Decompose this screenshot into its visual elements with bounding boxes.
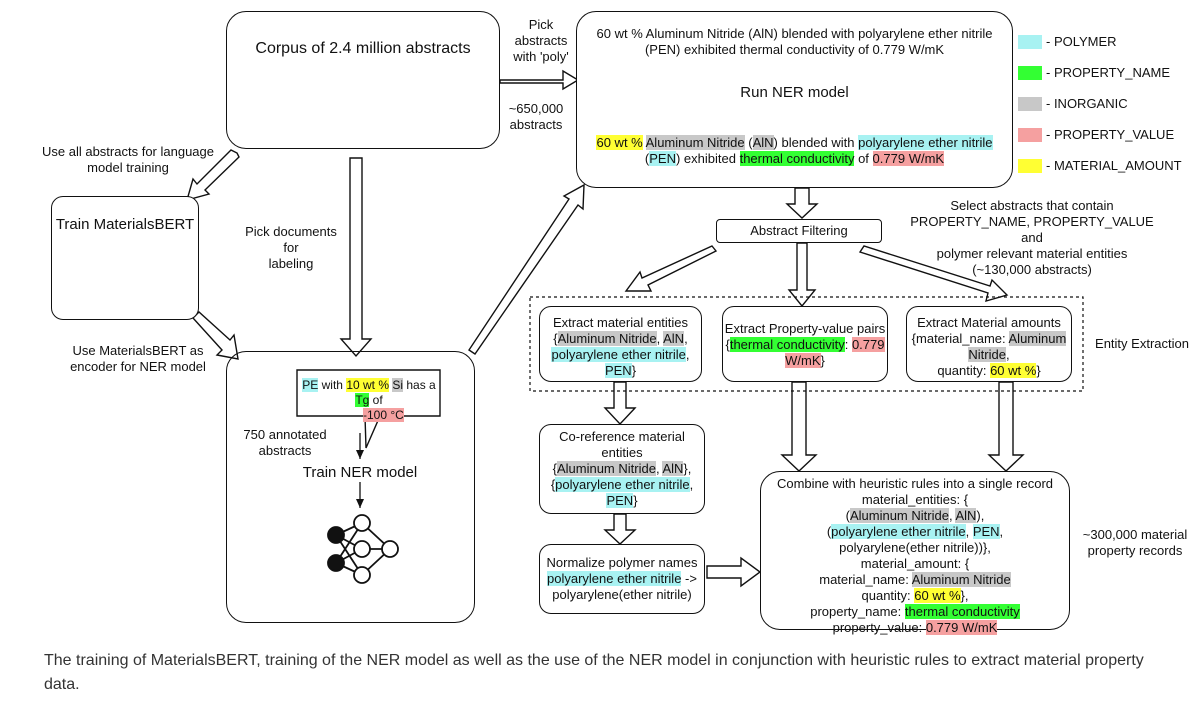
tagged-abstract-line2: (PEN) exhibited thermal conductivity of … bbox=[644, 151, 945, 166]
legend-swatch-property-name bbox=[1018, 66, 1042, 80]
entity-extraction-group bbox=[529, 296, 1084, 392]
legend-label-inorganic: - INORGANIC bbox=[1046, 96, 1128, 111]
raw-abstract-line2: (PEN) exhibited thermal conductivity of … bbox=[644, 42, 945, 57]
extract-property-box: Extract Property-value pairs {thermal co… bbox=[722, 306, 888, 382]
block-arrow-to-filtering bbox=[785, 187, 819, 219]
legend-swatch-property-value bbox=[1018, 128, 1042, 142]
extract-amount-title: Extract Material amounts bbox=[917, 315, 1061, 330]
block-arrow-to-coref bbox=[603, 381, 637, 426]
coreference-box: Co-reference material entities {Aluminum… bbox=[539, 424, 705, 514]
figure-caption: The training of MaterialsBERT, training … bbox=[44, 652, 1144, 693]
legend-label-property-name: - PROPERTY_NAME bbox=[1046, 65, 1171, 80]
abstract-filtering-label: Abstract Filtering bbox=[750, 223, 848, 238]
ner-training-box bbox=[226, 351, 475, 623]
raw-abstract-line1: 60 wt % Aluminum Nitride (AlN) blended w… bbox=[596, 26, 993, 41]
block-arrow-ner-to-abstract bbox=[468, 183, 585, 355]
legend-swatch-polymer bbox=[1018, 35, 1042, 49]
block-arrow-pick-abstracts bbox=[499, 69, 580, 91]
run-ner-label: Run NER model bbox=[740, 84, 849, 101]
use-materialsbert-label: Use MaterialsBERT as encoder for NER mod… bbox=[70, 343, 206, 374]
block-arrow-property-to-combine bbox=[780, 381, 818, 472]
legend-swatch-inorganic bbox=[1018, 97, 1042, 111]
train-ner-label: Train NER model bbox=[302, 464, 418, 481]
annotated-sentence: PE with 10 wt % Si has a Tg of -100 °C bbox=[302, 378, 436, 422]
annotated-abstracts-label: 750 annotated abstracts bbox=[243, 427, 327, 458]
block-arrow-filter-to-material bbox=[624, 245, 718, 292]
block-arrow-bert-to-ner bbox=[192, 311, 239, 360]
legend-label-material-amount: - MATERIAL_AMOUNT bbox=[1046, 158, 1182, 173]
corpus-title: Corpus of 2.4 million abstracts bbox=[255, 40, 471, 57]
legend-label-polymer: - POLYMER bbox=[1046, 34, 1117, 49]
filtering-note: Select abstracts that contain PROPERTY_N… bbox=[910, 198, 1154, 277]
corpus-box: Corpus of 2.4 million abstracts bbox=[226, 11, 500, 149]
legend-label-property-value: - PROPERTY_VALUE bbox=[1046, 127, 1175, 142]
tagged-abstract-line1: 60 wt % Aluminum Nitride (AlN) blended w… bbox=[596, 135, 993, 150]
block-arrow-pick-documents bbox=[339, 157, 373, 358]
use-all-abstracts-label: Use all abstracts for language model tra… bbox=[42, 144, 214, 175]
block-arrow-normalize-to-combine bbox=[706, 556, 762, 588]
ner-abstract-box: 60 wt % Aluminum Nitride (AlN) blended w… bbox=[576, 11, 1013, 188]
block-arrow-filter-to-property bbox=[787, 242, 817, 308]
legend-swatch-material-amount bbox=[1018, 159, 1042, 173]
train-materialsbert-label: Train MaterialsBERT bbox=[55, 216, 195, 233]
pick-documents-label: Pick documents for labeling bbox=[245, 224, 337, 271]
pick-poly-label: Pick abstracts with 'poly' bbox=[513, 17, 569, 64]
extract-material-title: Extract material entities bbox=[552, 315, 689, 330]
extract-material-box: Extract material entities {Aluminum Nitr… bbox=[539, 306, 702, 382]
block-arrow-amount-to-combine bbox=[987, 381, 1025, 472]
abstract-count-label: ~650,000 abstracts bbox=[508, 101, 564, 132]
extract-property-title: Extract Property-value pairs bbox=[724, 321, 886, 336]
entity-extraction-label: Entity Extraction bbox=[1095, 336, 1189, 351]
train-materialsbert-box: Train MaterialsBERT bbox=[51, 196, 199, 320]
block-arrow-to-normalize bbox=[603, 513, 637, 545]
extract-amount-box: Extract Material amounts {material_name:… bbox=[906, 306, 1072, 382]
records-count-label: ~300,000 material property records bbox=[1082, 527, 1188, 558]
neural-network-icon bbox=[327, 514, 399, 584]
normalize-box: Normalize polymer names polyarylene ethe… bbox=[539, 544, 705, 614]
block-arrow-filter-to-amount bbox=[858, 245, 1009, 303]
combine-record-box: Combine with heuristic rules into a sing… bbox=[760, 471, 1070, 635]
abstract-filtering-box: Abstract Filtering bbox=[716, 219, 882, 243]
